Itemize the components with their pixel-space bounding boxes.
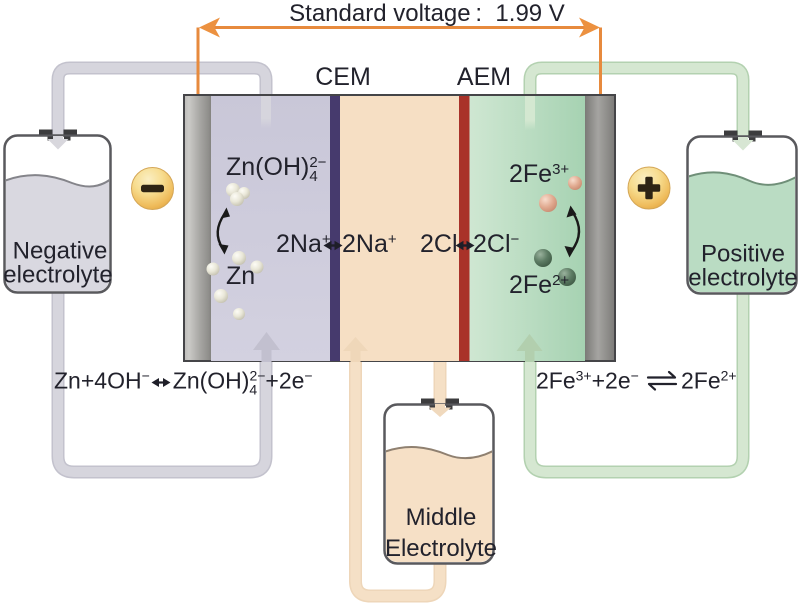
svg-text:Zn: Zn	[226, 262, 255, 290]
svg-text:Zn+4OH−↔Zn(OH)2−4+2e−: Zn+4OH−↔Zn(OH)2−4+2e−	[54, 368, 313, 398]
svg-text:electrolyte: electrolyte	[688, 265, 797, 292]
svg-text:CEM: CEM	[315, 63, 371, 91]
svg-text:Positive: Positive	[701, 241, 785, 268]
svg-text:Zn(OH)2−4: Zn(OH)2−4	[226, 153, 327, 185]
svg-text:2Fe2+: 2Fe2+	[681, 368, 737, 394]
svg-text:electrolyte: electrolyte	[3, 262, 112, 289]
svg-text:Middle: Middle	[406, 504, 477, 531]
svg-text:Standard voltage : 1.99 V: Standard voltage : 1.99 V	[289, 0, 565, 27]
svg-text:Electrolyte: Electrolyte	[385, 535, 497, 562]
svg-text:2Cl: 2Cl	[420, 230, 458, 258]
svg-text:2Na+: 2Na+	[276, 230, 331, 258]
svg-text:2Na+: 2Na+	[342, 230, 397, 258]
svg-text:AEM: AEM	[457, 63, 511, 91]
svg-text:2Fe3++2e−: 2Fe3++2e−	[536, 368, 639, 394]
svg-text:Negative: Negative	[13, 238, 108, 265]
